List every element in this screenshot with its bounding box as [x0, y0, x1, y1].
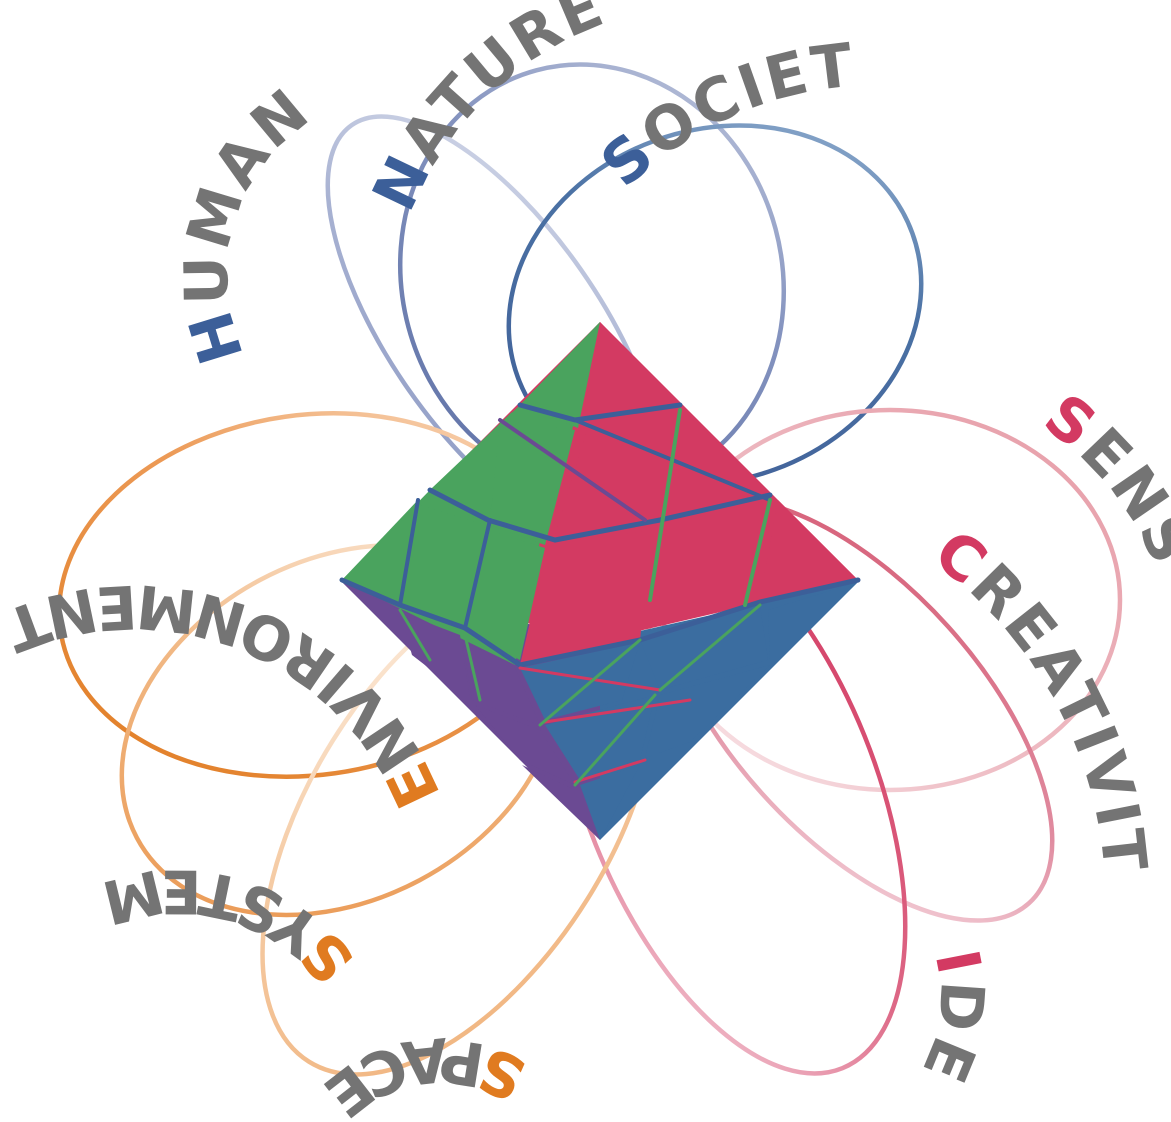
cube-tile [490, 420, 575, 545]
cube-seam [498, 418, 647, 522]
cube-pink-tiles [520, 322, 858, 665]
cube-seam [463, 633, 482, 702]
orbit-society [506, 123, 924, 487]
label-space-rest: PACE [309, 1023, 490, 1122]
cube-tile [545, 695, 655, 780]
cube-tile [580, 765, 640, 840]
label-system-rest: YSTEM [93, 855, 335, 970]
cube-tile [575, 322, 680, 420]
cube-tile [400, 505, 485, 625]
cube-seam [648, 408, 682, 602]
cube-tile [462, 530, 545, 660]
label-human: HUMAN [172, 74, 324, 371]
cube-seam [658, 603, 762, 692]
cube-seams [339, 402, 861, 787]
cube-tile [475, 705, 575, 785]
cube-seam [398, 608, 432, 662]
label-human-rest: UMAN [172, 74, 324, 305]
cube-tile [520, 530, 652, 665]
cube-tile [760, 500, 858, 600]
cube-seam [427, 487, 773, 543]
cube-seam [398, 498, 420, 607]
cube-seam [573, 758, 647, 784]
cube-purple-tiles [342, 582, 600, 840]
cube-seam [538, 638, 642, 727]
cube-tile [650, 500, 775, 600]
cube-seam [518, 666, 662, 692]
cube-green-tiles [342, 322, 600, 660]
cube-tile [462, 640, 540, 725]
cube-seam [543, 698, 692, 724]
label-human-initial: H [175, 300, 258, 371]
cube-tile [522, 765, 600, 840]
cube-seam [743, 498, 772, 607]
label-system: SYSTEM [93, 855, 368, 996]
cube-seam [463, 518, 492, 630]
cube-tile [430, 412, 512, 520]
label-nature-rest: ATURE [387, 0, 616, 175]
rubik-cube [339, 322, 861, 840]
cube-tile [645, 665, 770, 758]
cube-tile [342, 500, 418, 605]
cube-tile [520, 322, 600, 428]
cube-tile [768, 582, 858, 660]
cube-tile [520, 642, 640, 720]
label-space: SPACE [309, 1023, 536, 1122]
cube-seam [573, 693, 657, 787]
cube-tile [658, 412, 768, 520]
label-idea-initial: I [921, 944, 995, 982]
cube-tile [400, 612, 470, 700]
cube-tile [555, 412, 682, 535]
cube-tile [342, 582, 412, 650]
